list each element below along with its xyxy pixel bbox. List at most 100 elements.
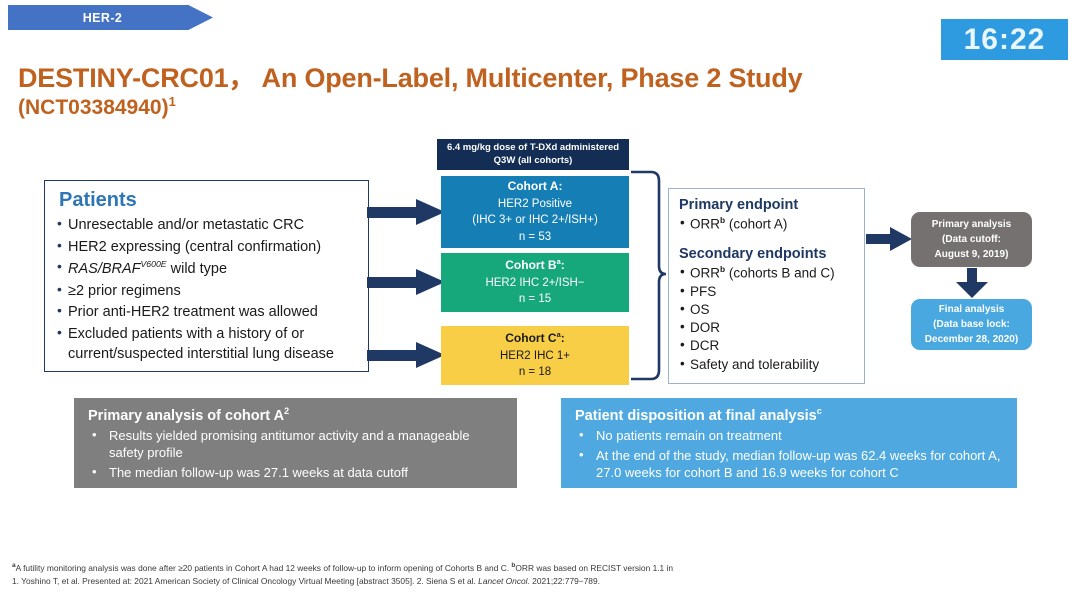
title-sub-line: (NCT03384940)1	[18, 94, 918, 120]
cohort-a-box: Cohort A: HER2 Positive (IHC 3+ or IHC 2…	[441, 176, 629, 248]
arrow-head	[416, 342, 445, 368]
timer-display: 16:22	[941, 19, 1068, 60]
cohort-c-line-1: HER2 IHC 1+	[500, 349, 570, 362]
dose-banner: 6.4 mg/kg dose of T-DXd administered Q3W…	[437, 139, 629, 170]
list-item: HER2 expressing (central confirmation)	[57, 236, 356, 258]
list-item: Results yielded promising antitumor acti…	[88, 427, 503, 462]
list-item: No patients remain on treatment	[575, 427, 1003, 445]
secondary-endpoint-list: ORRb (cohorts B and C) PFS OS DOR DCR Sa…	[679, 263, 854, 374]
arrow-shaft	[866, 234, 893, 244]
wild-type-text: wild type	[166, 260, 228, 277]
list-item: DOR	[679, 318, 854, 337]
cohort-c-sample-size: n = 18	[518, 366, 552, 379]
orr-footnote-marker: b	[720, 263, 726, 274]
arrow-head	[956, 282, 988, 298]
cohort-b-title: Cohort Ba:	[505, 257, 564, 274]
endpoints-box: Primary endpoint ORRb (cohort A) Seconda…	[668, 188, 865, 384]
title-reference-marker: 1	[168, 94, 176, 110]
patients-box: Patients Unresectable and/or metastatic …	[44, 180, 369, 372]
orr-label: ORR	[690, 265, 720, 281]
footnote-text-b: ORR was based on RECIST version 1.1 in	[515, 562, 674, 573]
arrow-to-final-analysis	[956, 268, 988, 298]
summary-right-heading: Patient disposition at final analysisc	[575, 406, 1003, 424]
cohort-b-footnote-marker: a	[556, 257, 561, 267]
arrow-shaft	[367, 277, 419, 288]
list-item: ORRb (cohorts B and C)	[679, 263, 854, 283]
summary-right-list: No patients remain on treatment At the e…	[575, 427, 1003, 482]
list-item: RAS/BRAFV600E wild type	[57, 257, 356, 279]
banner-label: HER-2	[82, 10, 123, 25]
arrow-shaft	[367, 350, 419, 361]
cohort-b-line-1: HER2 IHC 2+/ISH−	[485, 276, 585, 289]
patients-criteria-list: Unresectable and/or metastatic CRC HER2 …	[57, 214, 356, 365]
gene-variant-superscript: V600E	[140, 259, 167, 270]
cohort-c-title: Cohort Ca:	[505, 330, 564, 347]
footnote-marker-a: a	[12, 562, 16, 569]
secondary-endpoints-heading: Secondary endpoints	[679, 245, 827, 262]
reference-text: 1. Yoshino T, et al. Presented at: 2021 …	[12, 576, 479, 587]
cohort-b-title-colon: :	[560, 258, 565, 273]
arrow-shaft	[367, 207, 419, 218]
list-item: Unresectable and/or metastatic CRC	[57, 214, 356, 236]
final-analysis-line-1: Final analysis	[938, 304, 1005, 315]
arrow-to-primary-analysis	[866, 227, 912, 251]
summary-left-heading-text: Primary analysis of cohort A	[88, 407, 285, 424]
list-item: OS	[679, 300, 854, 319]
cohort-c-footnote-marker: a	[556, 330, 561, 340]
list-item: Excluded patients with a history of or c…	[57, 323, 356, 365]
dose-line-2: Q3W (all cohorts)	[493, 154, 573, 166]
gene-name: RAS/BRAF	[68, 260, 141, 277]
cohort-b-title-text: Cohort B	[505, 258, 557, 273]
summary-left-reference-marker: 2	[284, 406, 290, 416]
list-item: At the end of the study, median follow-u…	[575, 447, 1003, 482]
cohort-a-sample-size: n = 53	[518, 231, 552, 244]
list-item: PFS	[679, 282, 854, 301]
primary-analysis-line-1: Primary analysis	[931, 219, 1012, 230]
page-title: DESTINY-CRC01， An Open-Label, Multicente…	[18, 63, 918, 120]
cohort-c-title-colon: :	[560, 331, 565, 346]
primary-analysis-box: Primary analysis (Data cutoff: August 9,…	[911, 212, 1032, 267]
cohort-a-line-1: HER2 Positive	[497, 197, 573, 210]
arrow-to-cohort-b	[367, 269, 445, 295]
cohort-bracket-connector	[631, 170, 667, 381]
bracket-path	[631, 170, 667, 381]
final-analysis-line-2: (Data base lock:	[933, 319, 1010, 330]
list-item: ORRb (cohort A)	[679, 214, 854, 234]
summary-right-heading-text: Patient disposition at final analysis	[575, 407, 817, 424]
nct-number: (NCT03384940)	[18, 96, 169, 120]
patients-heading: Patients	[59, 189, 137, 211]
title-main-line: DESTINY-CRC01， An Open-Label, Multicente…	[18, 63, 803, 93]
orr-cohorts-text: (cohorts B and C)	[725, 265, 835, 281]
spacer	[679, 234, 854, 245]
orr-cohort-text: (cohort A)	[725, 216, 788, 232]
cohort-b-box: Cohort Ba: HER2 IHC 2+/ISH− n = 15	[441, 253, 629, 312]
citation-detail: 2021;22:779−789.	[529, 576, 600, 587]
cohort-c-title-text: Cohort C	[505, 331, 557, 346]
her2-banner: HER-2	[8, 5, 213, 30]
cohort-b-sample-size: n = 15	[518, 293, 552, 306]
footnote-line-1: aA futility monitoring analysis was done…	[12, 561, 1062, 575]
primary-endpoint-list: ORRb (cohort A)	[679, 214, 854, 234]
final-analysis-line-3: December 28, 2020)	[924, 334, 1019, 345]
dose-line-1: 6.4 mg/kg dose of T-DXd administered	[446, 141, 620, 153]
final-analysis-box: Final analysis (Data base lock: December…	[911, 299, 1032, 350]
footnote-marker-b: b	[511, 562, 516, 569]
list-item: Safety and tolerability	[679, 355, 854, 374]
arrow-head	[416, 199, 445, 225]
orr-footnote-marker: b	[720, 215, 726, 226]
orr-label: ORR	[690, 216, 720, 232]
primary-analysis-line-3: August 9, 2019)	[934, 249, 1009, 260]
journal-name: Lancet Oncol.	[478, 576, 530, 587]
cohort-a-line-2: (IHC 3+ or IHC 2+/ISH+)	[472, 214, 598, 227]
arrow-head	[416, 269, 445, 295]
primary-endpoint-heading: Primary endpoint	[679, 197, 799, 213]
footnote-text-a: A futility monitoring analysis was done …	[15, 562, 512, 573]
patient-disposition-summary-box: Patient disposition at final analysisc N…	[561, 398, 1017, 488]
list-item: DCR	[679, 336, 854, 355]
arrow-to-cohort-a	[367, 199, 445, 225]
summary-left-list: Results yielded promising antitumor acti…	[88, 427, 503, 482]
cohort-c-box: Cohort Ca: HER2 IHC 1+ n = 18	[441, 326, 629, 385]
list-item: Prior anti-HER2 treatment was allowed	[57, 301, 356, 323]
footnotes: aA futility monitoring analysis was done…	[12, 561, 1062, 589]
summary-left-heading: Primary analysis of cohort A2	[88, 406, 503, 424]
